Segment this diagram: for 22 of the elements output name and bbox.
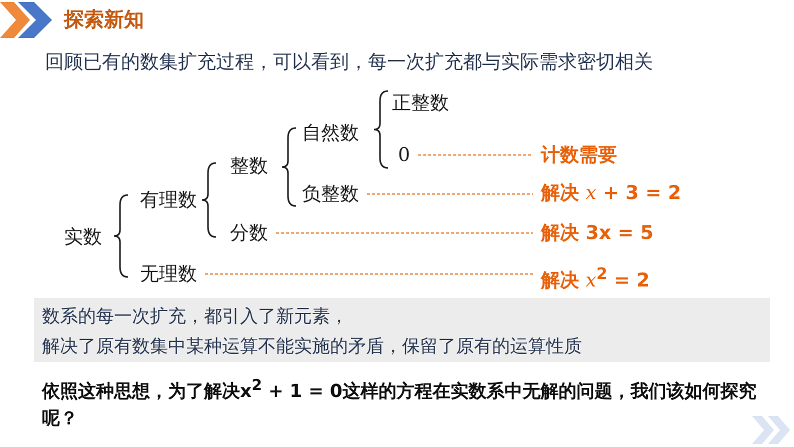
leader-line (276, 232, 533, 234)
leader-line (367, 193, 533, 195)
category-label: 正整数 (392, 91, 449, 115)
category-label: 0 (398, 143, 410, 167)
annotation-text: 解决 x$^{2}$ = 2 (541, 262, 650, 292)
note-line: 数系的每一次扩充，都引入了新元素， (42, 305, 348, 328)
category-label: 自然数 (302, 121, 359, 145)
category-label: 分数 (230, 221, 268, 245)
category-label: 整数 (230, 154, 268, 178)
note-line: 解决了原有数集中某种运算不能实施的矛盾，保留了原有的运算性质 (42, 335, 582, 358)
question-text: 依照这种思想，为了解决x$^{2}$ + 1 = 0这样的方程在实数系中无解的问题，我们该如何探究呢？ (42, 375, 758, 431)
category-label: 无理数 (140, 262, 197, 286)
annotation-text: 解决 3x = 5 (541, 221, 654, 245)
annotation-text: 计数需要 (541, 143, 617, 167)
annotation-text: 解决 x + 3 = 2 (541, 181, 682, 205)
category-label: 负整数 (302, 182, 359, 206)
section-title: 探索新知 (64, 6, 144, 33)
leader-line (418, 154, 533, 156)
leader-line (205, 273, 533, 275)
category-label: 有理数 (140, 188, 197, 212)
intro-sentence: 回顾已有的数集扩充过程，可以看到，每一次扩充都与实际需求密切相关 (45, 50, 653, 75)
category-label: 实数 (64, 225, 102, 249)
